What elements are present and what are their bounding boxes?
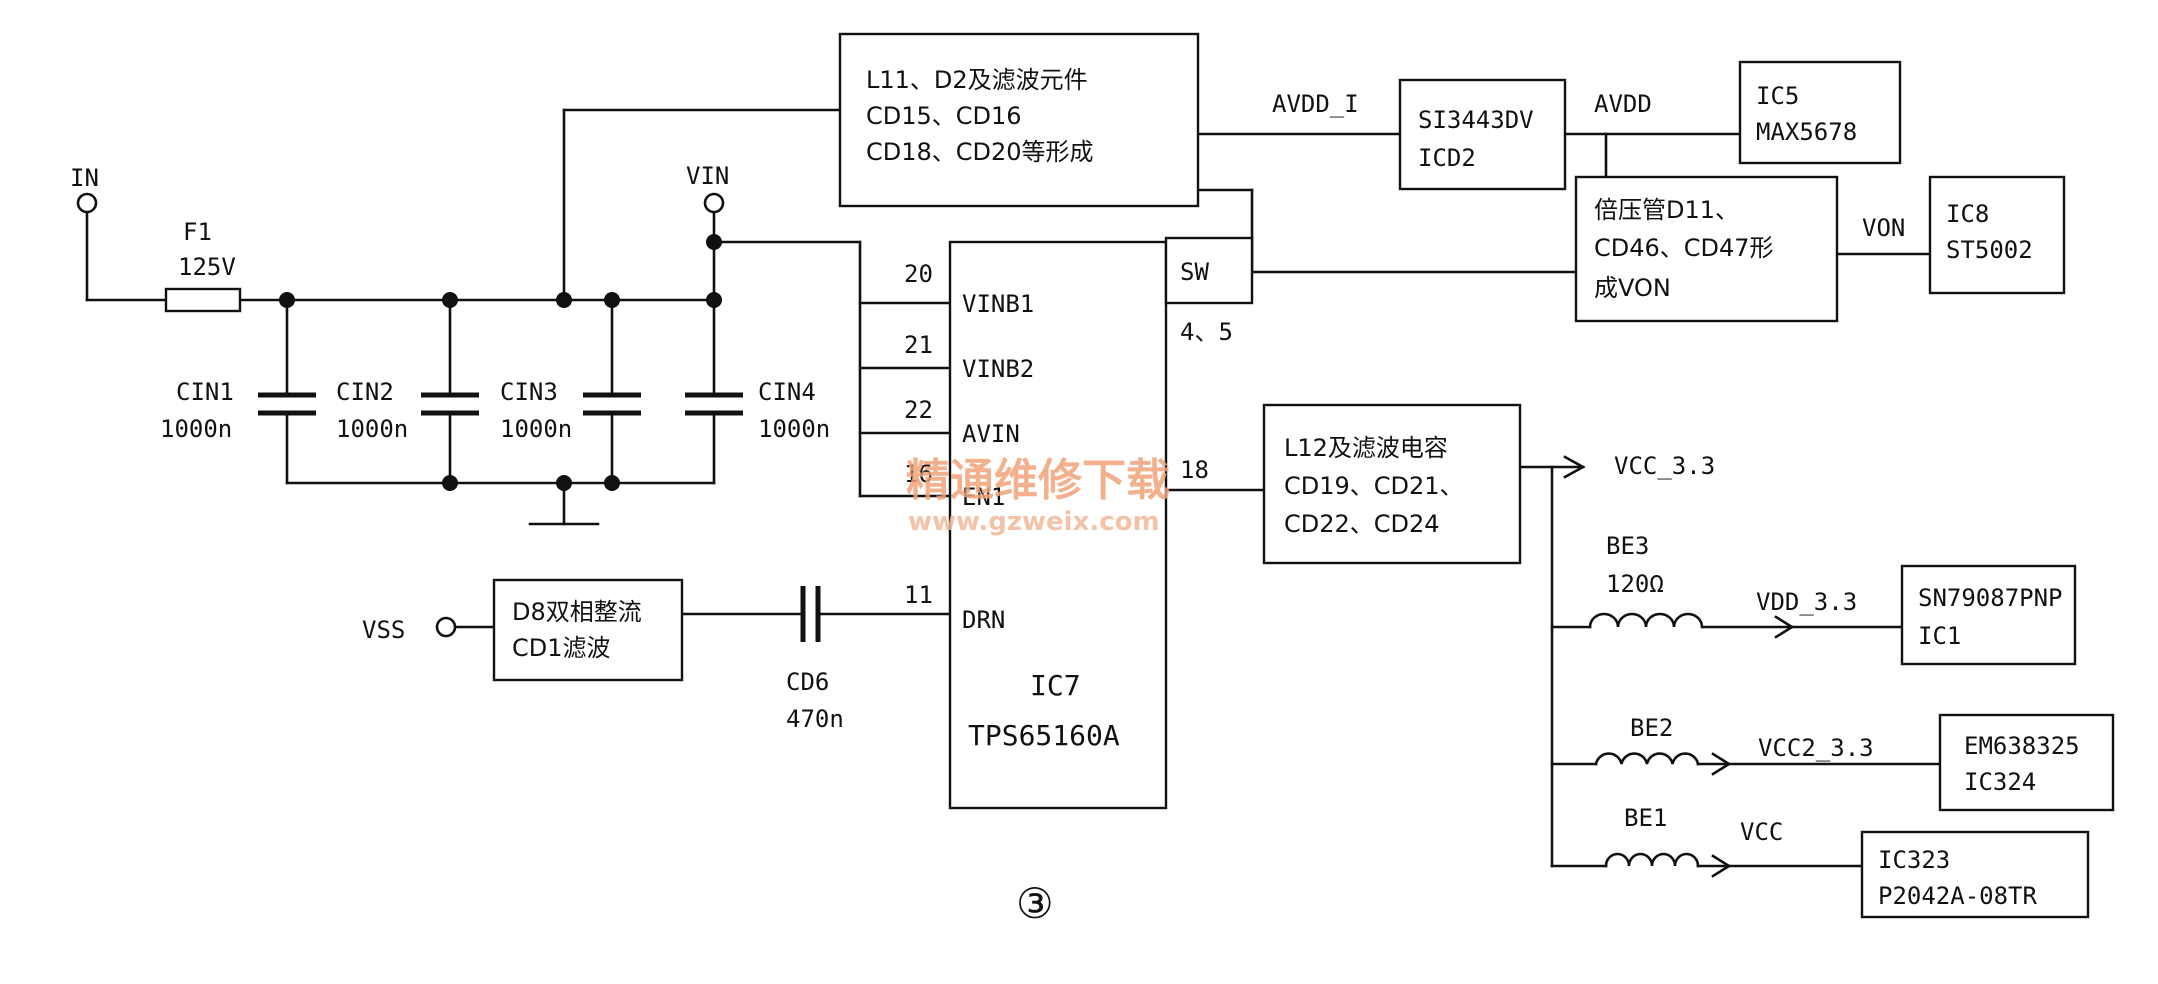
vss-terminal-label: VSS [362, 616, 405, 644]
cd6-name: CD6 [786, 668, 829, 696]
sn79087-line-2: IC1 [1918, 622, 1961, 650]
si3443-block [1398, 78, 1567, 191]
junction-dots [279, 234, 722, 491]
cin3-name: CIN3 [500, 378, 558, 406]
doubler-line-3: 成VON [1594, 274, 1671, 302]
l12-block [1262, 403, 1522, 565]
figure-number: ③ [1016, 879, 1054, 928]
ic7-pin-name-vinb1: VINB1 [962, 290, 1034, 318]
ic8-line-2: ST5002 [1946, 236, 2033, 264]
ic7-pin-num-22: 22 [904, 396, 933, 424]
ic323-line-1: IC323 [1878, 846, 1950, 874]
be1-name: BE1 [1624, 804, 1667, 832]
ic323-line-2: P2042A-08TR [1878, 882, 2037, 910]
be2-name: BE2 [1630, 714, 1673, 742]
fuse-name: F1 [183, 218, 212, 246]
be3-name: BE3 [1606, 532, 1649, 560]
ic7-pin-name-en1: EN1 [962, 483, 1005, 511]
fuse-symbol [164, 287, 242, 313]
sw-name: SW [1180, 258, 1209, 286]
ic7-part: TPS65160A [968, 719, 1120, 752]
ic323-block [1860, 830, 2090, 919]
cin4-value: 1000n [758, 415, 830, 443]
sw-pins: 4、5 [1180, 318, 1233, 346]
em638325-line-2: IC324 [1964, 768, 2036, 796]
sn79087-block [1900, 564, 2077, 666]
ic7-pin-name-vinb2: VINB2 [962, 355, 1034, 383]
vcc-label: VCC [1740, 818, 1783, 846]
doubler-block [1574, 175, 1839, 323]
in-terminal-label: IN [70, 164, 99, 192]
ic8-line-1: IC8 [1946, 200, 1989, 228]
vcc-3v3-label: VCC_3.3 [1614, 452, 1715, 480]
cin1-value: 1000n [160, 415, 232, 443]
vdd-3v3-label: VDD_3.3 [1756, 588, 1857, 616]
watermark-chinese: 精通维修下载 [906, 455, 1170, 506]
labels: IN VIN VSS F1 125V CIN1 1000n CIN2 1000n… [70, 66, 2080, 928]
avdd-i-label: AVDD_I [1272, 90, 1359, 118]
cin3-value: 1000n [500, 415, 572, 443]
sn79087-line-1: SN79087PNP [1918, 584, 2063, 612]
doubler-line-2: CD46、CD47形 [1594, 234, 1774, 262]
sw-box [1164, 236, 1254, 305]
vss-terminal [435, 616, 457, 638]
von-label: VON [1862, 214, 1905, 242]
em638325-block [1938, 713, 2115, 812]
cd6-value: 470n [786, 705, 844, 733]
d8-line-2: CD1滤波 [512, 634, 611, 662]
watermark-url: www.gzweix.com [908, 507, 1160, 537]
l11-block [838, 32, 1200, 208]
be3-value: 120Ω [1606, 570, 1664, 598]
l11-line-3: CD18、CD20等形成 [866, 138, 1094, 166]
ic7-pin-num-21: 21 [904, 331, 933, 359]
cin2-name: CIN2 [336, 378, 394, 406]
inductor-be2 [1594, 752, 1700, 766]
ic7-name: IC7 [1030, 669, 1081, 702]
ic7-pin-num-16: 16 [904, 460, 933, 488]
d8-block [492, 578, 684, 682]
ic5-line-1: IC5 [1756, 82, 1799, 110]
cin4-name: CIN4 [758, 378, 816, 406]
ic7-pin-name-avin: AVIN [962, 420, 1020, 448]
l12-line-1: L12及滤波电容 [1284, 434, 1448, 462]
avdd-label: AVDD [1594, 90, 1652, 118]
in-terminal [76, 192, 98, 214]
vin-terminal [703, 192, 725, 214]
em638325-line-1: EM638325 [1964, 732, 2080, 760]
fuse-rating: 125V [178, 253, 236, 281]
si3443-line-1: SI3443DV [1418, 106, 1534, 134]
l11-line-2: CD15、CD16 [866, 102, 1022, 130]
doubler-line-1: 倍压管D11、 [1594, 196, 1739, 224]
cin2-value: 1000n [336, 415, 408, 443]
ic7-pin-num-20: 20 [904, 260, 933, 288]
d8-line-1: D8双相整流 [512, 598, 642, 626]
ic7-pin-num-11: 11 [904, 581, 933, 609]
capacitor-plates [258, 392, 821, 642]
inductor-be1 [1604, 852, 1700, 868]
l12-line-3: CD22、CD24 [1284, 510, 1440, 538]
si3443-line-2: ICD2 [1418, 144, 1476, 172]
ic7-chip [948, 240, 1168, 810]
l12-line-2: CD19、CD21、 [1284, 472, 1464, 500]
vcc2-3v3-label: VCC2_3.3 [1758, 734, 1874, 762]
ic7-pin-num-18: 18 [1180, 456, 1209, 484]
inductor-be3 [1588, 612, 1704, 629]
ic7-pin-name-drn: DRN [962, 606, 1005, 634]
vin-terminal-label: VIN [686, 162, 729, 190]
ic5-block [1738, 60, 1902, 165]
wires [85, 108, 1942, 878]
l11-line-1: L11、D2及滤波元件 [866, 66, 1088, 94]
cin1-name: CIN1 [176, 378, 234, 406]
ic5-line-2: MAX5678 [1756, 118, 1857, 146]
ic8-block [1928, 175, 2066, 295]
